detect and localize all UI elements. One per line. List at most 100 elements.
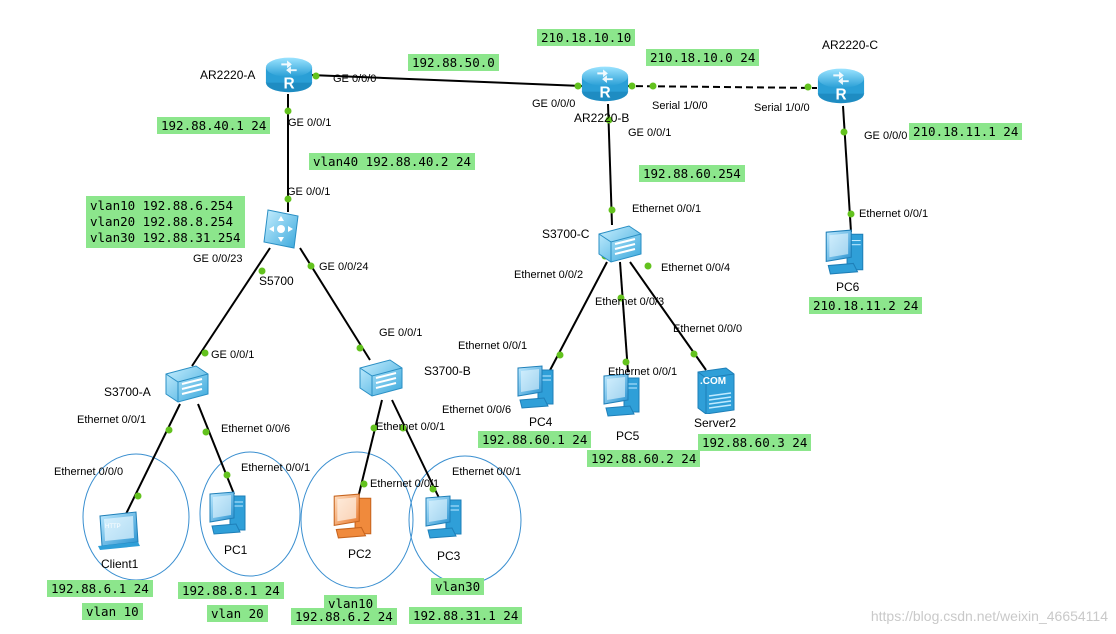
ip-tag-server2: 192.88.60.3 24 [698, 434, 812, 451]
interface-label: Ethernet 0/0/1 [859, 208, 929, 220]
device-label-pc6: PC6 [836, 280, 860, 294]
port-dot [307, 262, 315, 270]
link-s5700-s3700a[interactable] [191, 247, 271, 367]
link-ar-a-ar-b[interactable] [309, 74, 583, 87]
device-label-pc3: PC3 [437, 549, 461, 563]
port-dot [840, 128, 848, 136]
ip-tag-pc4: 192.88.60.1 24 [478, 431, 592, 448]
vlan30-gateway: vlan30 192.88.31.254 [90, 230, 241, 245]
interface-label: Ethernet 0/0/0 [54, 466, 124, 478]
server-icon-server2[interactable] [697, 367, 735, 414]
interface-label: Ethernet 0/0/6 [442, 404, 512, 416]
port-dot [649, 82, 657, 90]
device-label-ar2220-a: AR2220-A [200, 68, 256, 82]
pc-icon-pc4[interactable] [517, 365, 554, 409]
port-dot [628, 82, 636, 90]
vlan-tag-pc2: vlan10 [324, 595, 378, 612]
port-dot [622, 358, 630, 366]
interface-label: GE 0/0/24 [319, 261, 369, 273]
router-icon-ar-b[interactable] [581, 66, 629, 102]
ip-tag-ar-b: 210.18.10.10 [537, 29, 636, 46]
interface-label: GE 0/0/1 [288, 117, 332, 129]
pc-icon-pc3[interactable] [425, 495, 462, 539]
interface-label: Ethernet 0/0/3 [595, 296, 665, 308]
vlan10-gateway: vlan10 192.88.6.254 [90, 198, 233, 213]
ip-tag-client1: 192.88.6.1 24 [47, 580, 153, 597]
interface-label: Ethernet 0/0/1 [608, 366, 678, 378]
port-dot [356, 344, 364, 352]
link-s3700b-pc3[interactable] [391, 399, 441, 501]
ip-tag-link-bc: 210.18.10.0 24 [646, 49, 760, 66]
interface-label: Ethernet 0/0/1 [241, 462, 311, 474]
vlan-tag-pc3: vlan30 [431, 578, 485, 595]
port-dot [201, 349, 209, 357]
watermark: https://blog.csdn.net/weixin_46654114 [870, 608, 1108, 624]
ip-tag-ar-a-lan: 192.88.40.1 24 [157, 117, 271, 134]
port-dot [617, 294, 625, 302]
interface-label: Ethernet 0/0/1 [376, 421, 446, 433]
device-label-pc2: PC2 [348, 547, 372, 561]
device-label-s5700: S5700 [259, 274, 294, 288]
port-dot [608, 206, 616, 214]
interface-label: Ethernet 0/0/1 [370, 478, 440, 490]
pc-icon-pc2[interactable] [333, 493, 372, 539]
link-ar-b-ar-c[interactable] [624, 85, 818, 89]
ip-tag-pc2: 192.88.6.2 24 [291, 608, 397, 625]
interface-label: GE 0/0/23 [193, 253, 243, 265]
link-ar-b-s3700c[interactable] [607, 103, 613, 226]
ip-tag-ar-c-lan: 210.18.11.1 24 [909, 123, 1023, 140]
port-dots [134, 72, 855, 500]
interface-label: Ethernet 0/0/1 [452, 466, 522, 478]
interface-label: GE 0/0/1 [628, 127, 672, 139]
router-icon-ar-a[interactable] [265, 57, 313, 93]
link-s3700a-client1[interactable] [124, 403, 181, 517]
pc-icon-pc6[interactable] [825, 229, 864, 275]
interface-label: GE 0/0/0 [532, 98, 576, 110]
server-icon-text: .COM [700, 376, 726, 387]
device-label-server2: Server2 [694, 416, 737, 430]
vlan-circle-pc2 [300, 451, 414, 589]
interface-label: GE 0/0/0 [864, 130, 908, 142]
vlan-tag-client1: vlan 10 [82, 603, 143, 620]
pc-icon-pc1[interactable] [209, 491, 246, 535]
interface-label: Ethernet 0/0/2 [514, 269, 584, 281]
link-s3700a-pc1[interactable] [197, 403, 235, 495]
client-icon-client1[interactable] [97, 511, 140, 550]
port-dot [312, 72, 320, 80]
ip-tag-vlan40: vlan40 192.88.40.2 24 [309, 153, 476, 170]
device-label-ar2220-b: AR2220-B [574, 111, 630, 125]
l2-switch-icon-s3700-c[interactable] [598, 225, 642, 263]
port-dot [284, 107, 292, 115]
device-label-ar2220-c: AR2220-C [822, 38, 879, 52]
router-icon-ar-c[interactable] [817, 68, 865, 104]
port-dot [258, 267, 266, 275]
vlan-circle-pc1 [199, 451, 301, 577]
port-dot [134, 492, 142, 500]
port-dot [605, 116, 613, 124]
port-dot [429, 485, 437, 493]
interface-label: GE 0/0/0 [333, 73, 377, 85]
device-label-s3700-a: S3700-A [104, 385, 151, 399]
port-dot [574, 82, 582, 90]
ip-tag-link-ab: 192.88.50.0 [408, 54, 499, 71]
ip-tag-pc3: 192.88.31.1 24 [409, 607, 523, 624]
interface-label: Ethernet 0/0/6 [221, 423, 291, 435]
port-dot [360, 480, 368, 488]
vlan20-gateway: vlan20 192.88.8.254 [90, 214, 233, 229]
client-icon-text: HTTP [105, 524, 121, 530]
interface-label: GE 0/0/1 [379, 327, 423, 339]
port-dot [223, 471, 231, 479]
interface-label: Ethernet 0/0/0 [673, 323, 743, 335]
port-dot [804, 83, 812, 91]
port-dot [690, 350, 698, 358]
pc-icon-pc5[interactable] [603, 373, 640, 417]
port-dot [284, 195, 292, 203]
l2-switch-icon-s3700-a[interactable] [165, 365, 209, 403]
device-label-s3700-b: S3700-B [424, 364, 471, 378]
l2-switch-icon-s3700-b[interactable] [359, 359, 403, 397]
link-s3700c-pc5[interactable] [619, 261, 629, 373]
interface-label: Ethernet 0/0/1 [632, 203, 702, 215]
l3-switch-icon-s5700[interactable] [263, 209, 299, 249]
device-label-client1: Client1 [101, 557, 139, 571]
